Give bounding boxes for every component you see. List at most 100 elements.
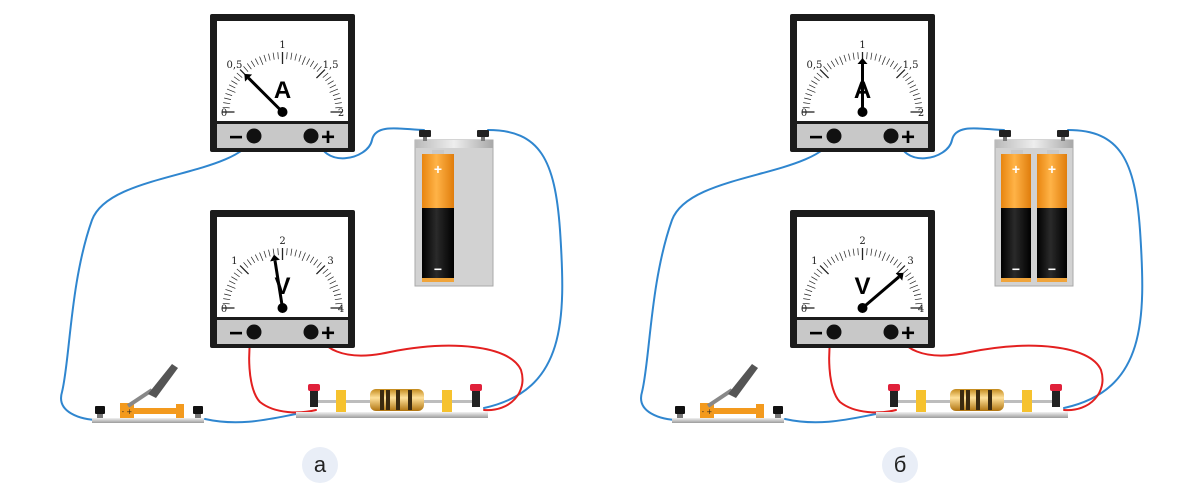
cell-base [1037,278,1067,282]
scale-tick [334,298,342,301]
scale-tick [896,262,902,268]
resistor-terminal-cap [308,384,320,391]
scale-tick-label: 1 [231,256,237,267]
switch-lever-rod [126,388,154,408]
resistor-band [988,390,992,410]
battery-terminal-post [423,137,427,141]
scale-tick [905,272,912,278]
scale-tick [322,72,329,78]
scale-tick [250,60,256,67]
scale-tick [329,84,337,89]
switch-terminal [95,406,105,414]
meter-terminal-plate [217,124,348,148]
cell-plus-sign: + [434,161,442,177]
scale-tick [329,88,339,93]
scale-tick [895,265,906,275]
meter-needle [273,260,284,309]
scale-tick [224,293,232,296]
wire-ammeter-to-battery [316,127,425,160]
scale-tick-label: 3 [327,256,333,267]
switch-handle [728,364,758,398]
cell-orange [1037,154,1067,208]
scale-tick [813,76,820,82]
resistor-band [396,390,400,410]
resistor-base [876,412,1068,418]
terminal-minus [246,128,262,144]
switch: - + [92,364,204,423]
scale-tick [290,248,293,256]
scale-tick [231,80,238,85]
terminal-minus [826,324,842,340]
meter-dial [217,21,348,121]
scale-tick [909,84,917,89]
scale-tick [325,272,332,278]
battery-terminal-post [1061,137,1065,141]
scale-tick [316,66,322,72]
meter-needle [861,275,900,310]
meter-dial [797,217,928,317]
meter-terminal-plate [797,320,928,344]
scale-tick [806,88,816,93]
resistor-base [296,412,488,418]
scale-tick [335,106,343,109]
scale-tick [239,265,250,275]
scale-tick [848,53,851,61]
scale-tick [254,58,259,65]
scale-tick [843,54,847,62]
scale-tick [231,276,238,281]
wire-switch-to-resistor [784,411,889,424]
resistor-terminal-post [1052,391,1060,407]
scale-tick [286,52,288,60]
scale-tick [878,54,882,62]
scale-tick [223,298,231,301]
scale-tick [228,84,236,89]
terminal-plus-sign: + [901,124,915,151]
scale-tick [913,293,921,296]
scale-tick [834,254,839,261]
scale-tick [233,272,240,278]
scale-tick-label: 0 [221,304,227,315]
panel-label-circle [882,447,918,483]
scale-tick [222,106,230,109]
scale-tick [301,252,306,262]
battery-terminal [419,130,431,137]
battery-terminal [1057,130,1069,137]
switch-blade-rail [120,408,182,414]
cell-base [422,278,454,282]
scale-tick [914,102,922,105]
scale-tick [313,259,319,266]
resistor-holder [336,390,346,412]
wire-voltmeter-plus [895,323,1104,412]
cell-cap [1011,150,1023,154]
terminal-plus [303,324,319,340]
scale-tick [811,80,818,85]
scale-tick [857,52,859,60]
switch-terminal [193,406,203,414]
scale-tick [830,256,836,263]
scale-tick [334,102,342,105]
scale-tick [866,52,868,60]
scale-tick [909,88,919,93]
resistor-stand [876,384,1068,418]
terminal-plus [883,324,899,340]
scale-tick [294,249,297,257]
scale-tick [905,76,912,82]
scale-tick [327,276,334,281]
scale-tick [228,280,236,285]
resistor-terminal-post [890,391,898,407]
scale-tick [322,268,329,274]
scale-tick [332,289,340,292]
switch-terminal [675,406,685,414]
scale-tick [893,259,899,266]
scale-tick-label: 1,5 [903,60,919,71]
scale-tick [332,93,340,96]
resistor-holder [916,390,926,412]
cell-minus-sign: − [1012,261,1020,277]
cell-orange [1001,154,1031,208]
meter-symbol: V [854,273,870,300]
switch-marks: - + [122,408,133,416]
scale-tick [802,302,810,305]
